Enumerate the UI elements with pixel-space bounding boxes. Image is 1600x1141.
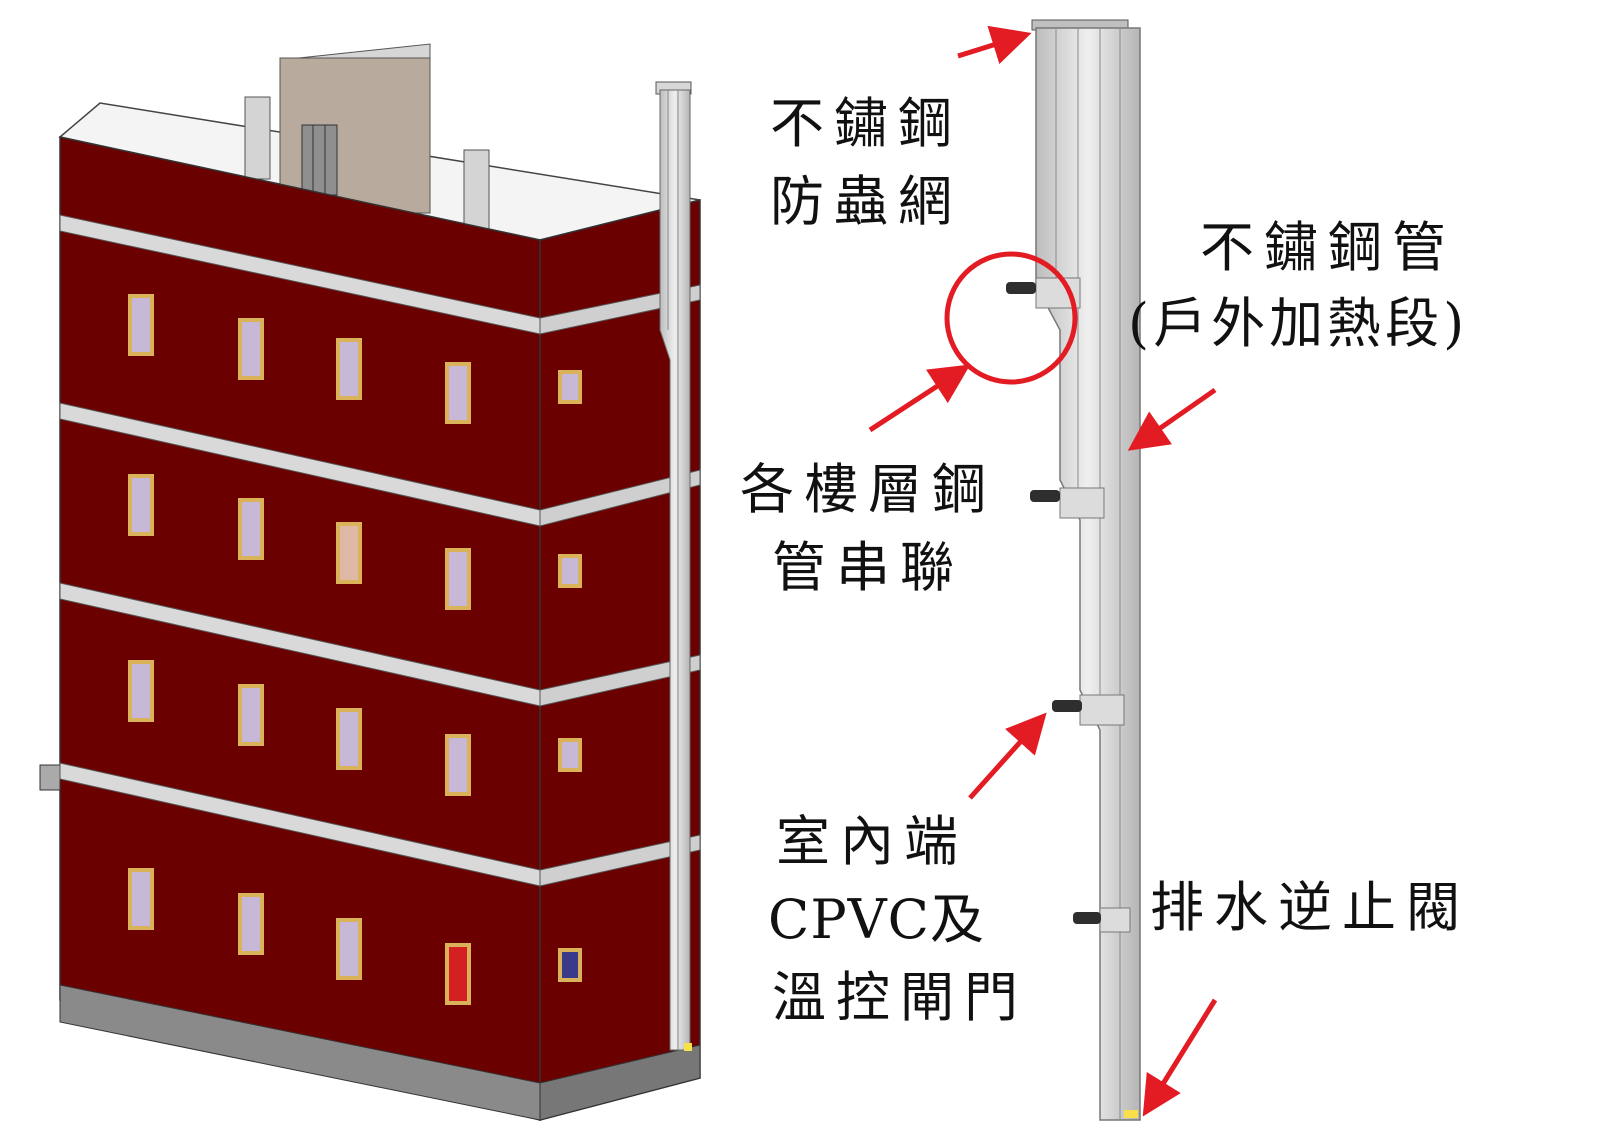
building-pipe bbox=[655, 81, 692, 1051]
highlight-circle bbox=[944, 251, 1078, 385]
valve-label: 排水逆止閥 bbox=[1150, 876, 1470, 939]
pipe-detail bbox=[1006, 19, 1141, 1121]
indoor-label-line2: CPVC及 bbox=[768, 888, 985, 951]
arrow-valve bbox=[1142, 998, 1218, 1117]
floor-label-line2: 管串聯 bbox=[772, 536, 964, 599]
indoor-label-line1: 室內端 bbox=[776, 810, 968, 873]
pipe-label-line2: (戶外加熱段) bbox=[1128, 292, 1469, 355]
arrow-pipe bbox=[1127, 387, 1217, 451]
building bbox=[39, 43, 701, 1121]
arrow-floor bbox=[868, 364, 971, 433]
windows bbox=[128, 294, 582, 1005]
roof-pillar bbox=[463, 149, 490, 231]
floor-label-line1: 各樓層鋼 bbox=[740, 458, 996, 521]
pipe-label-line1: 不鏽鋼管 bbox=[1200, 216, 1456, 279]
arrows bbox=[868, 25, 1218, 1117]
roof-pillar bbox=[244, 96, 271, 180]
arrow-indoor bbox=[968, 712, 1047, 800]
indoor-label-line3: 溫控閘門 bbox=[772, 966, 1028, 1029]
floor-connections bbox=[1035, 277, 1131, 933]
screen-label-line2: 防蟲網 bbox=[770, 170, 962, 233]
check-valve-outlet bbox=[1124, 1110, 1138, 1118]
screen-label-line1: 不鏽鋼 bbox=[770, 92, 962, 155]
ground-slab-side bbox=[539, 1044, 701, 1121]
cpvc-gates bbox=[1006, 282, 1101, 924]
left-ledge bbox=[39, 764, 61, 791]
stainless-pipe bbox=[1035, 27, 1141, 1121]
stair-tower bbox=[279, 43, 431, 214]
arrow-screen bbox=[957, 25, 1032, 65]
